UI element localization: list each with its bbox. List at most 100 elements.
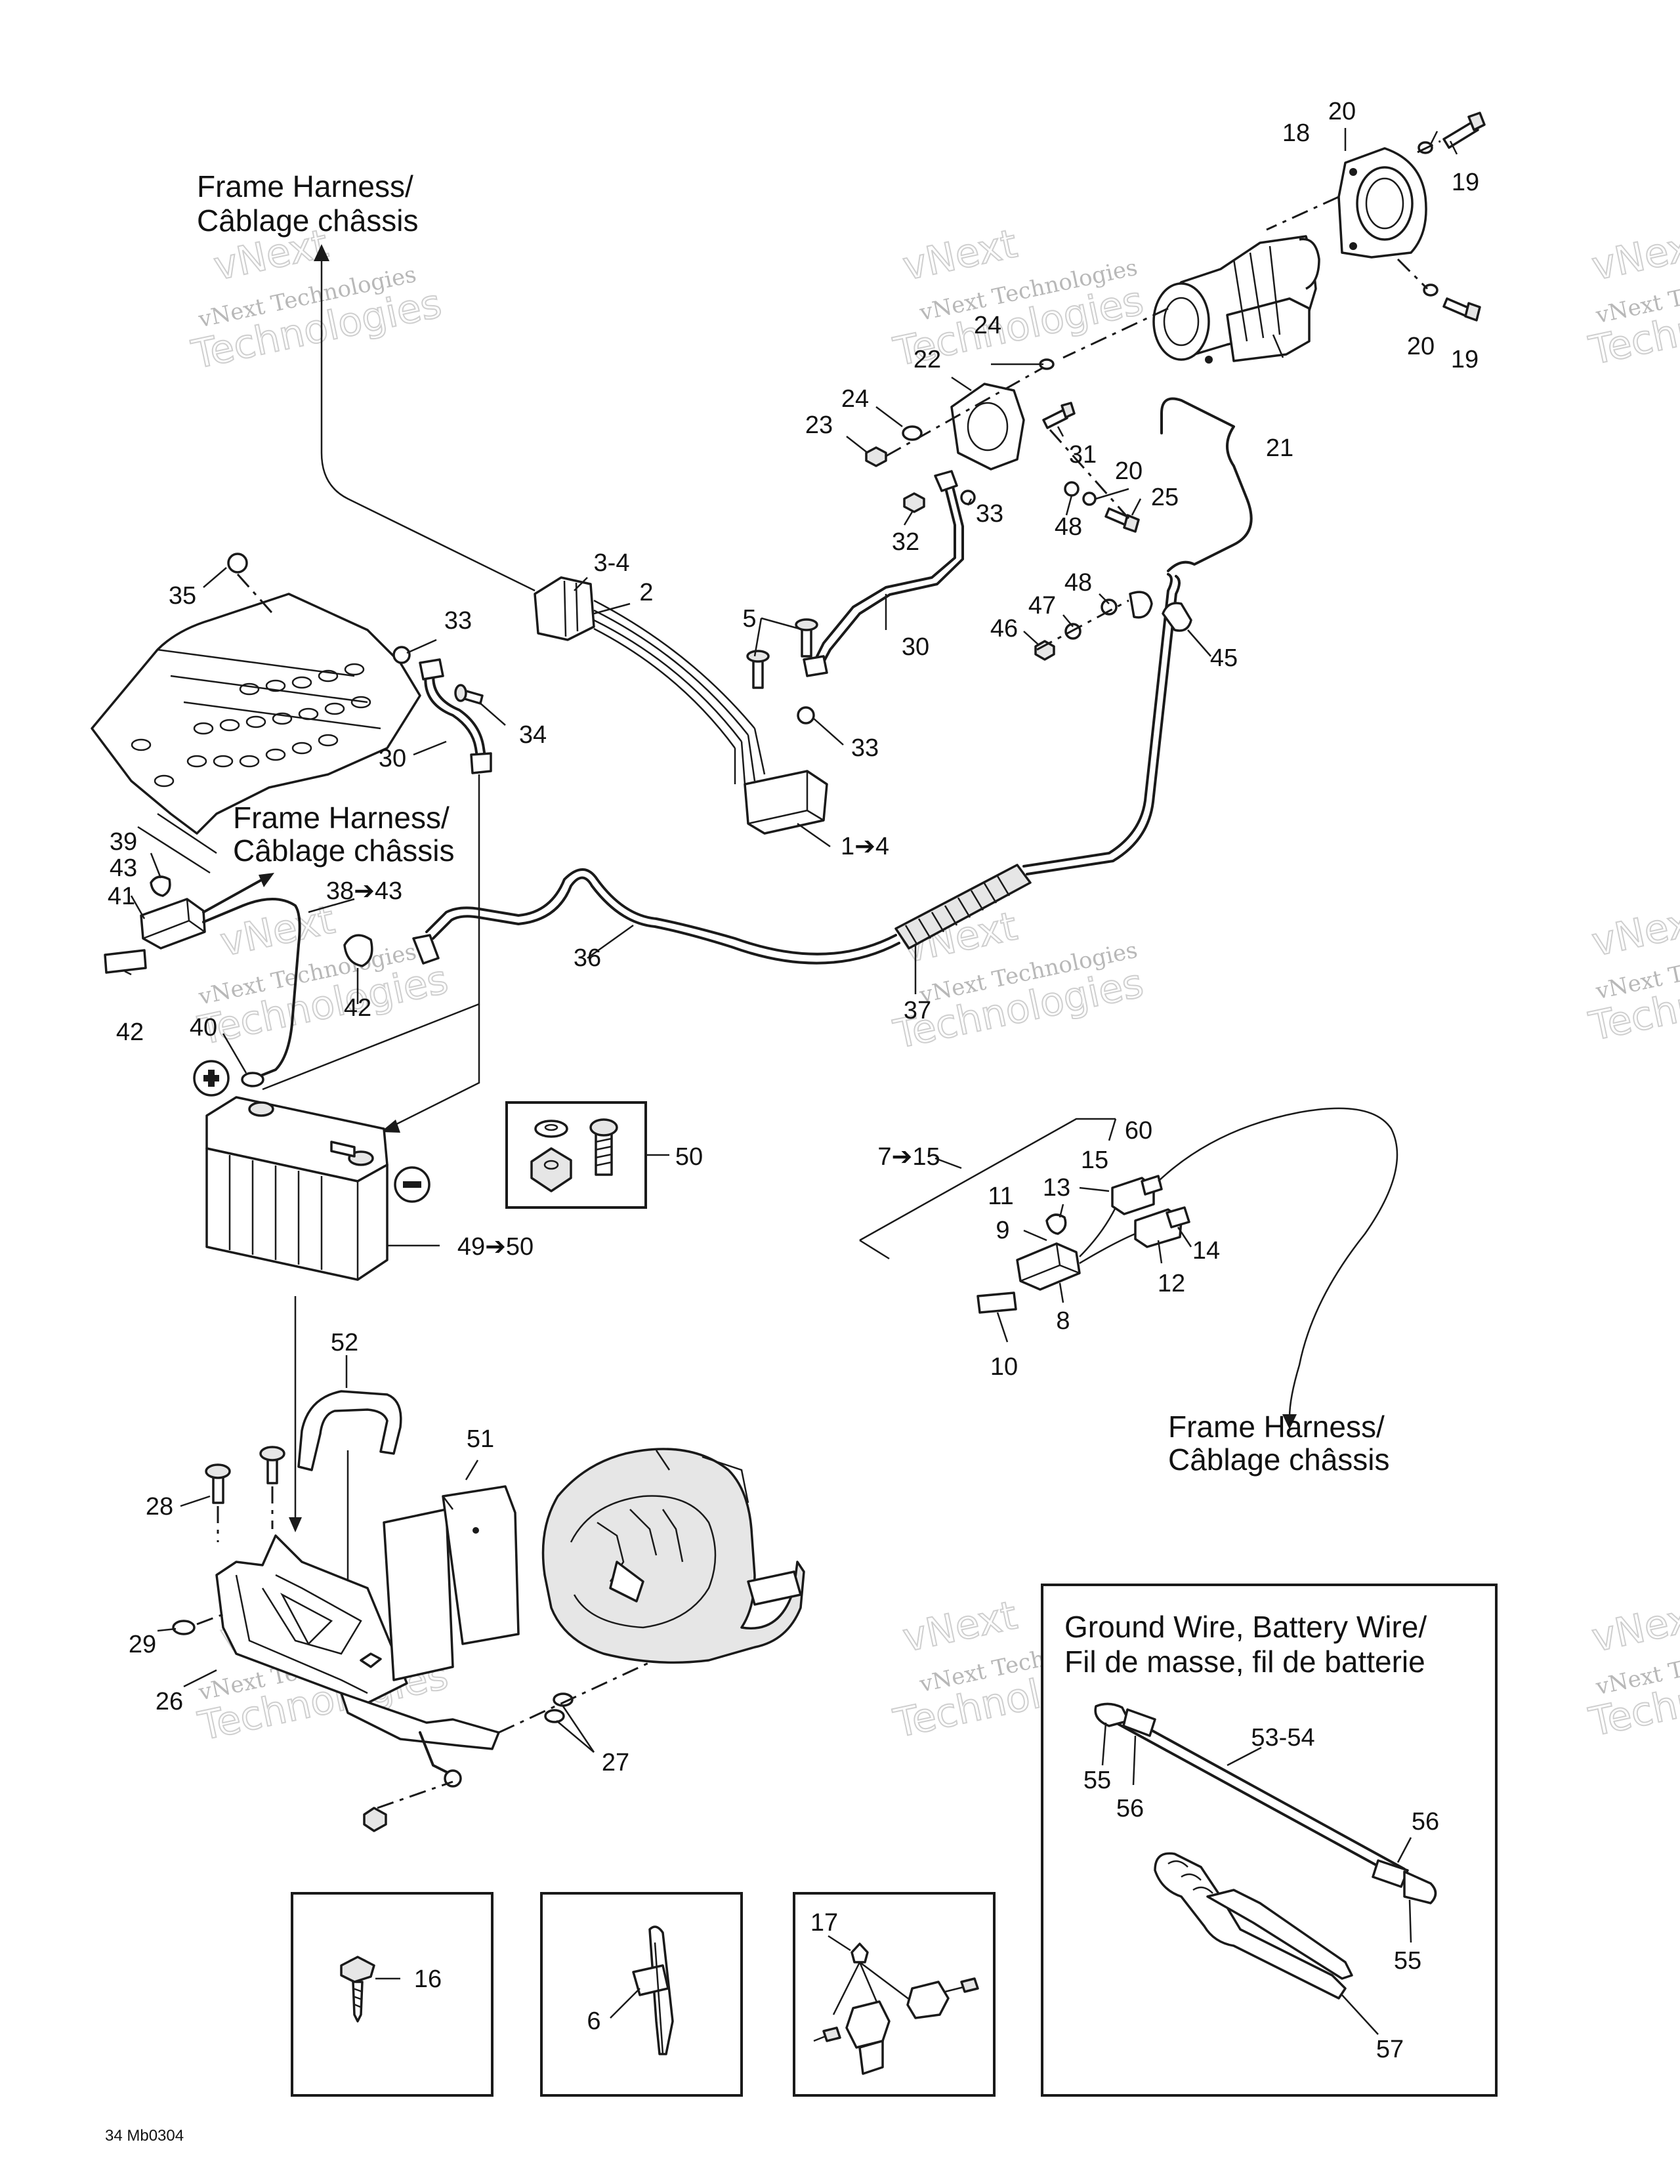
cap-11 bbox=[1045, 1213, 1067, 1235]
callout-46: 46 bbox=[990, 615, 1018, 642]
box-6 bbox=[540, 1892, 743, 2097]
callout-30: 30 bbox=[379, 745, 406, 772]
callout-20: 20 bbox=[1115, 457, 1143, 485]
callout-47: 47 bbox=[1028, 592, 1056, 620]
module-1 bbox=[744, 770, 828, 835]
frame-harness-label-top: Frame Harness/ bbox=[197, 169, 413, 203]
fuse-42 bbox=[104, 949, 147, 974]
cap-43 bbox=[150, 875, 171, 897]
callout-35: 35 bbox=[169, 582, 196, 610]
callout-24: 24 bbox=[841, 385, 869, 413]
callout-56: 56 bbox=[1412, 1808, 1439, 1836]
battery-cable-36 bbox=[412, 397, 1253, 965]
ground-wire-heading-fr: Fil de masse, fil de batterie bbox=[1064, 1645, 1425, 1679]
fuse-holder-38-43: Frame Harness/ Câblage châssis bbox=[104, 801, 455, 1087]
crimp-tool-57 bbox=[1154, 1852, 1347, 2000]
battery-tray-26 bbox=[172, 1296, 683, 1832]
frame-harness-arrow-top: Frame Harness/ Câblage châssis bbox=[197, 169, 536, 592]
ground-wire-heading: Ground Wire, Battery Wire/ bbox=[1064, 1610, 1427, 1644]
callout-48: 48 bbox=[1064, 569, 1092, 597]
callout-10: 10 bbox=[990, 1353, 1018, 1381]
callout-20: 20 bbox=[1407, 333, 1435, 360]
cover-51 bbox=[383, 1485, 520, 1681]
box-17 bbox=[793, 1892, 996, 2097]
callout-23: 23 bbox=[805, 411, 833, 439]
drawing-code: 34 Mb0304 bbox=[105, 2127, 184, 2145]
svg-text:vNext: vNext bbox=[899, 1592, 1021, 1661]
nut-29 bbox=[172, 1620, 196, 1635]
washer-48 bbox=[1064, 481, 1080, 497]
callout-33: 33 bbox=[976, 500, 1003, 528]
callout-15: 15 bbox=[1081, 1146, 1108, 1174]
frame-harness-label-top-fr: Câblage châssis bbox=[197, 203, 419, 238]
callout-49-50: 49➔50 bbox=[457, 1233, 534, 1261]
svg-text:vNext: vNext bbox=[1588, 220, 1680, 289]
callout-12: 12 bbox=[1158, 1270, 1185, 1297]
callout-57: 57 bbox=[1376, 2036, 1404, 2063]
washer-24 bbox=[902, 425, 923, 441]
callout-18: 18 bbox=[1282, 119, 1310, 147]
callout-42: 42 bbox=[344, 994, 371, 1022]
engine-casing bbox=[541, 1448, 805, 1664]
callout-31: 31 bbox=[1069, 441, 1097, 469]
callout-55: 55 bbox=[1083, 1767, 1111, 1794]
callout-37: 37 bbox=[904, 997, 931, 1024]
callout-56: 56 bbox=[1116, 1795, 1144, 1822]
callout-11: 11 bbox=[988, 1183, 1013, 1210]
callout-2: 2 bbox=[639, 579, 653, 606]
nut-bottom bbox=[363, 1807, 387, 1832]
frame-harness-label-mid: Frame Harness/ bbox=[233, 801, 450, 835]
cap-45 bbox=[1162, 602, 1192, 632]
connector-8 bbox=[1016, 1242, 1081, 1291]
callout-24: 24 bbox=[974, 312, 1001, 339]
callout-8: 8 bbox=[1056, 1307, 1070, 1335]
callout-50: 50 bbox=[675, 1143, 703, 1171]
engine-cover-35 bbox=[91, 553, 421, 874]
washer-33 bbox=[960, 490, 976, 505]
frame-harness-label-right-fr: Câblage châssis bbox=[1168, 1442, 1390, 1477]
callout-43: 43 bbox=[110, 854, 137, 882]
frame-harness-label-right: Frame Harness/ bbox=[1168, 1410, 1385, 1444]
callout-5: 5 bbox=[742, 605, 756, 633]
svg-text:vNext: vNext bbox=[1588, 1592, 1680, 1661]
callout-1-4: 1➔4 bbox=[841, 833, 889, 860]
callout-60: 60 bbox=[1125, 1117, 1152, 1144]
callout-34: 34 bbox=[519, 721, 547, 749]
solenoid-bracket-group bbox=[865, 358, 1140, 533]
washer-48b bbox=[1101, 598, 1118, 616]
callout-51: 51 bbox=[467, 1425, 494, 1453]
callout-17: 17 bbox=[810, 1909, 838, 1937]
svg-text:vNext: vNext bbox=[217, 896, 339, 965]
callout-27: 27 bbox=[602, 1749, 629, 1776]
callout-30: 30 bbox=[902, 633, 929, 661]
fuse-10 bbox=[976, 1292, 1017, 1314]
callout-25: 25 bbox=[1151, 484, 1179, 511]
callout-48: 48 bbox=[1055, 513, 1082, 541]
bolt-19-top bbox=[1442, 120, 1479, 149]
callout-29: 29 bbox=[129, 1631, 156, 1658]
callout-6: 6 bbox=[587, 2007, 600, 2035]
washer-33c bbox=[797, 706, 815, 724]
washer-27a bbox=[553, 1692, 574, 1707]
callout-42: 42 bbox=[116, 1018, 144, 1046]
callout-16: 16 bbox=[414, 1965, 442, 1993]
washer-20 bbox=[1082, 492, 1097, 506]
callout-26: 26 bbox=[156, 1688, 183, 1715]
callout-45: 45 bbox=[1210, 644, 1238, 672]
bracket-22 bbox=[950, 383, 1025, 471]
strap-52 bbox=[297, 1390, 402, 1471]
starter-cable-30 bbox=[803, 470, 964, 677]
callout-33: 33 bbox=[444, 607, 472, 635]
svg-text:vNext: vNext bbox=[899, 220, 1021, 289]
callout-9: 9 bbox=[996, 1217, 1009, 1244]
seal-17 bbox=[850, 1942, 869, 1964]
terminal-40 bbox=[241, 1072, 264, 1087]
nut-23 bbox=[865, 446, 887, 467]
callout-19: 19 bbox=[1451, 346, 1479, 373]
callout-19: 19 bbox=[1452, 169, 1479, 196]
callout-52: 52 bbox=[331, 1329, 358, 1356]
nut-35 bbox=[227, 553, 248, 574]
callout-13: 13 bbox=[1043, 1174, 1070, 1202]
hardware-box-50 bbox=[505, 1101, 669, 1209]
